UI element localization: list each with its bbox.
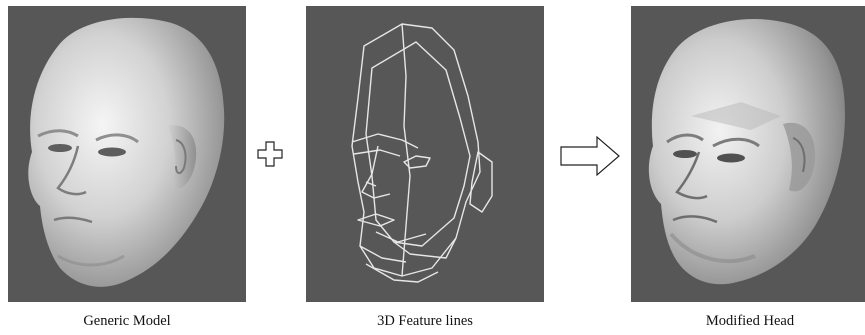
feature-lines-panel xyxy=(306,6,544,302)
generic-head-render xyxy=(28,17,225,287)
feature-lines-caption: 3D Feature lines xyxy=(377,313,473,329)
modified-head-panel xyxy=(631,6,865,302)
feature-lines-wireframe xyxy=(351,23,493,283)
generic-model-caption: Generic Model xyxy=(83,313,171,329)
generic-model-panel xyxy=(8,6,246,302)
modified-head-caption: Modified Head xyxy=(705,313,795,329)
plus-sign-icon xyxy=(257,141,283,167)
right-arrow-icon xyxy=(560,135,620,177)
modified-head-render xyxy=(648,19,845,285)
